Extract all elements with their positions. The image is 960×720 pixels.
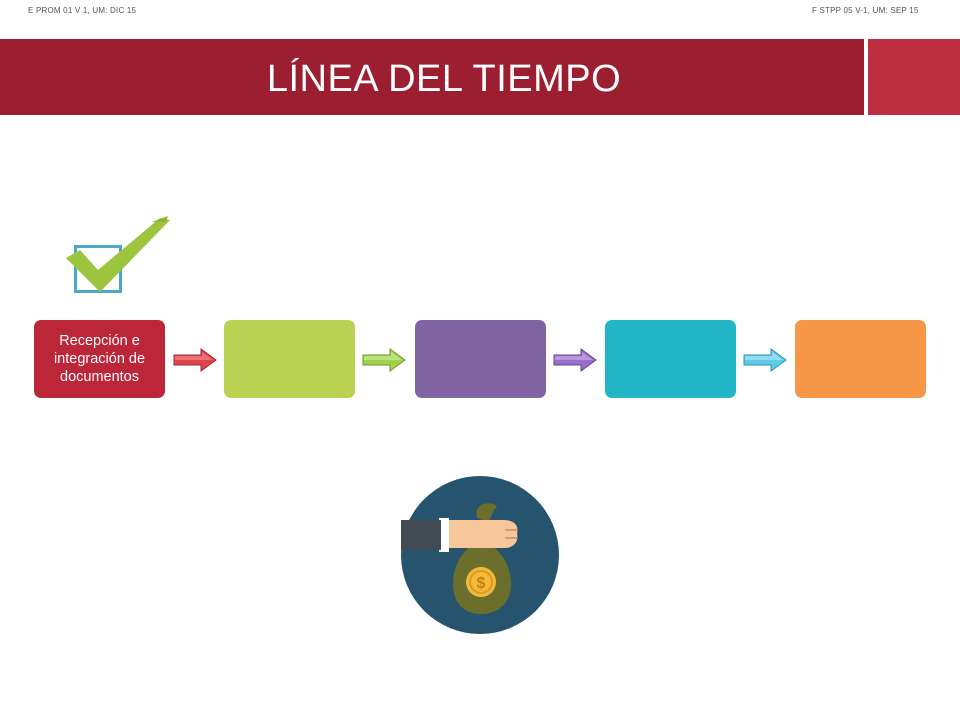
document-code-right: F STPP 05 V-1, UM: SEP 15 [812, 6, 919, 15]
arrow-right-icon [743, 348, 787, 372]
timeline-step-4 [605, 320, 736, 398]
header-accent-block [868, 39, 960, 115]
timeline-step-2 [224, 320, 355, 398]
header-divider [864, 39, 868, 115]
svg-text:$: $ [477, 575, 486, 592]
arrow-right-icon [362, 348, 406, 372]
arrow-right-icon [553, 348, 597, 372]
arrow-right-icon [173, 348, 217, 372]
timeline-step-1: Recepción e integración de documentos [34, 320, 165, 398]
hand-money-bag-icon: $ [401, 476, 559, 634]
timeline-step-1-label: Recepción e integración de documentos [53, 333, 146, 385]
checkmark-icon [66, 216, 170, 292]
page-title: LÍNEA DEL TIEMPO [266, 58, 622, 100]
document-code-left: E PROM 01 V 1, UM: DIC 15 [28, 6, 137, 15]
timeline-step-5 [795, 320, 926, 398]
header-band [0, 39, 864, 115]
timeline-step-3 [415, 320, 546, 398]
